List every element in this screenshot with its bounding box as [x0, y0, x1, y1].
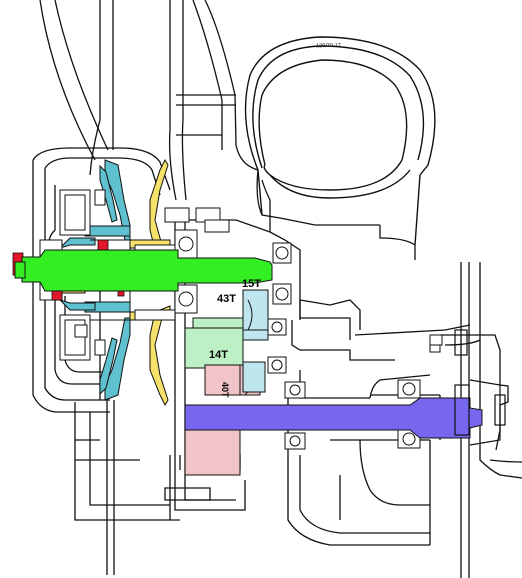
gear-15t-lower: [242, 361, 266, 393]
gear-14t: [184, 317, 244, 369]
clutch-blue-plates: [59, 159, 131, 401]
label-15t: 15T: [242, 278, 261, 290]
gear-40t: [184, 364, 261, 476]
final-hub: [454, 329, 506, 446]
label-43t: 43T: [217, 293, 236, 305]
label-40t: 40T: [220, 382, 230, 398]
tire: [244, 36, 436, 246]
label-14t: 14T: [209, 349, 228, 361]
bearings: [164, 207, 443, 450]
output-shaft: [184, 397, 483, 439]
tire-size-label: 120/70-17: [316, 43, 341, 49]
gear-15t: [242, 289, 269, 341]
input-shaft: [14, 249, 273, 292]
